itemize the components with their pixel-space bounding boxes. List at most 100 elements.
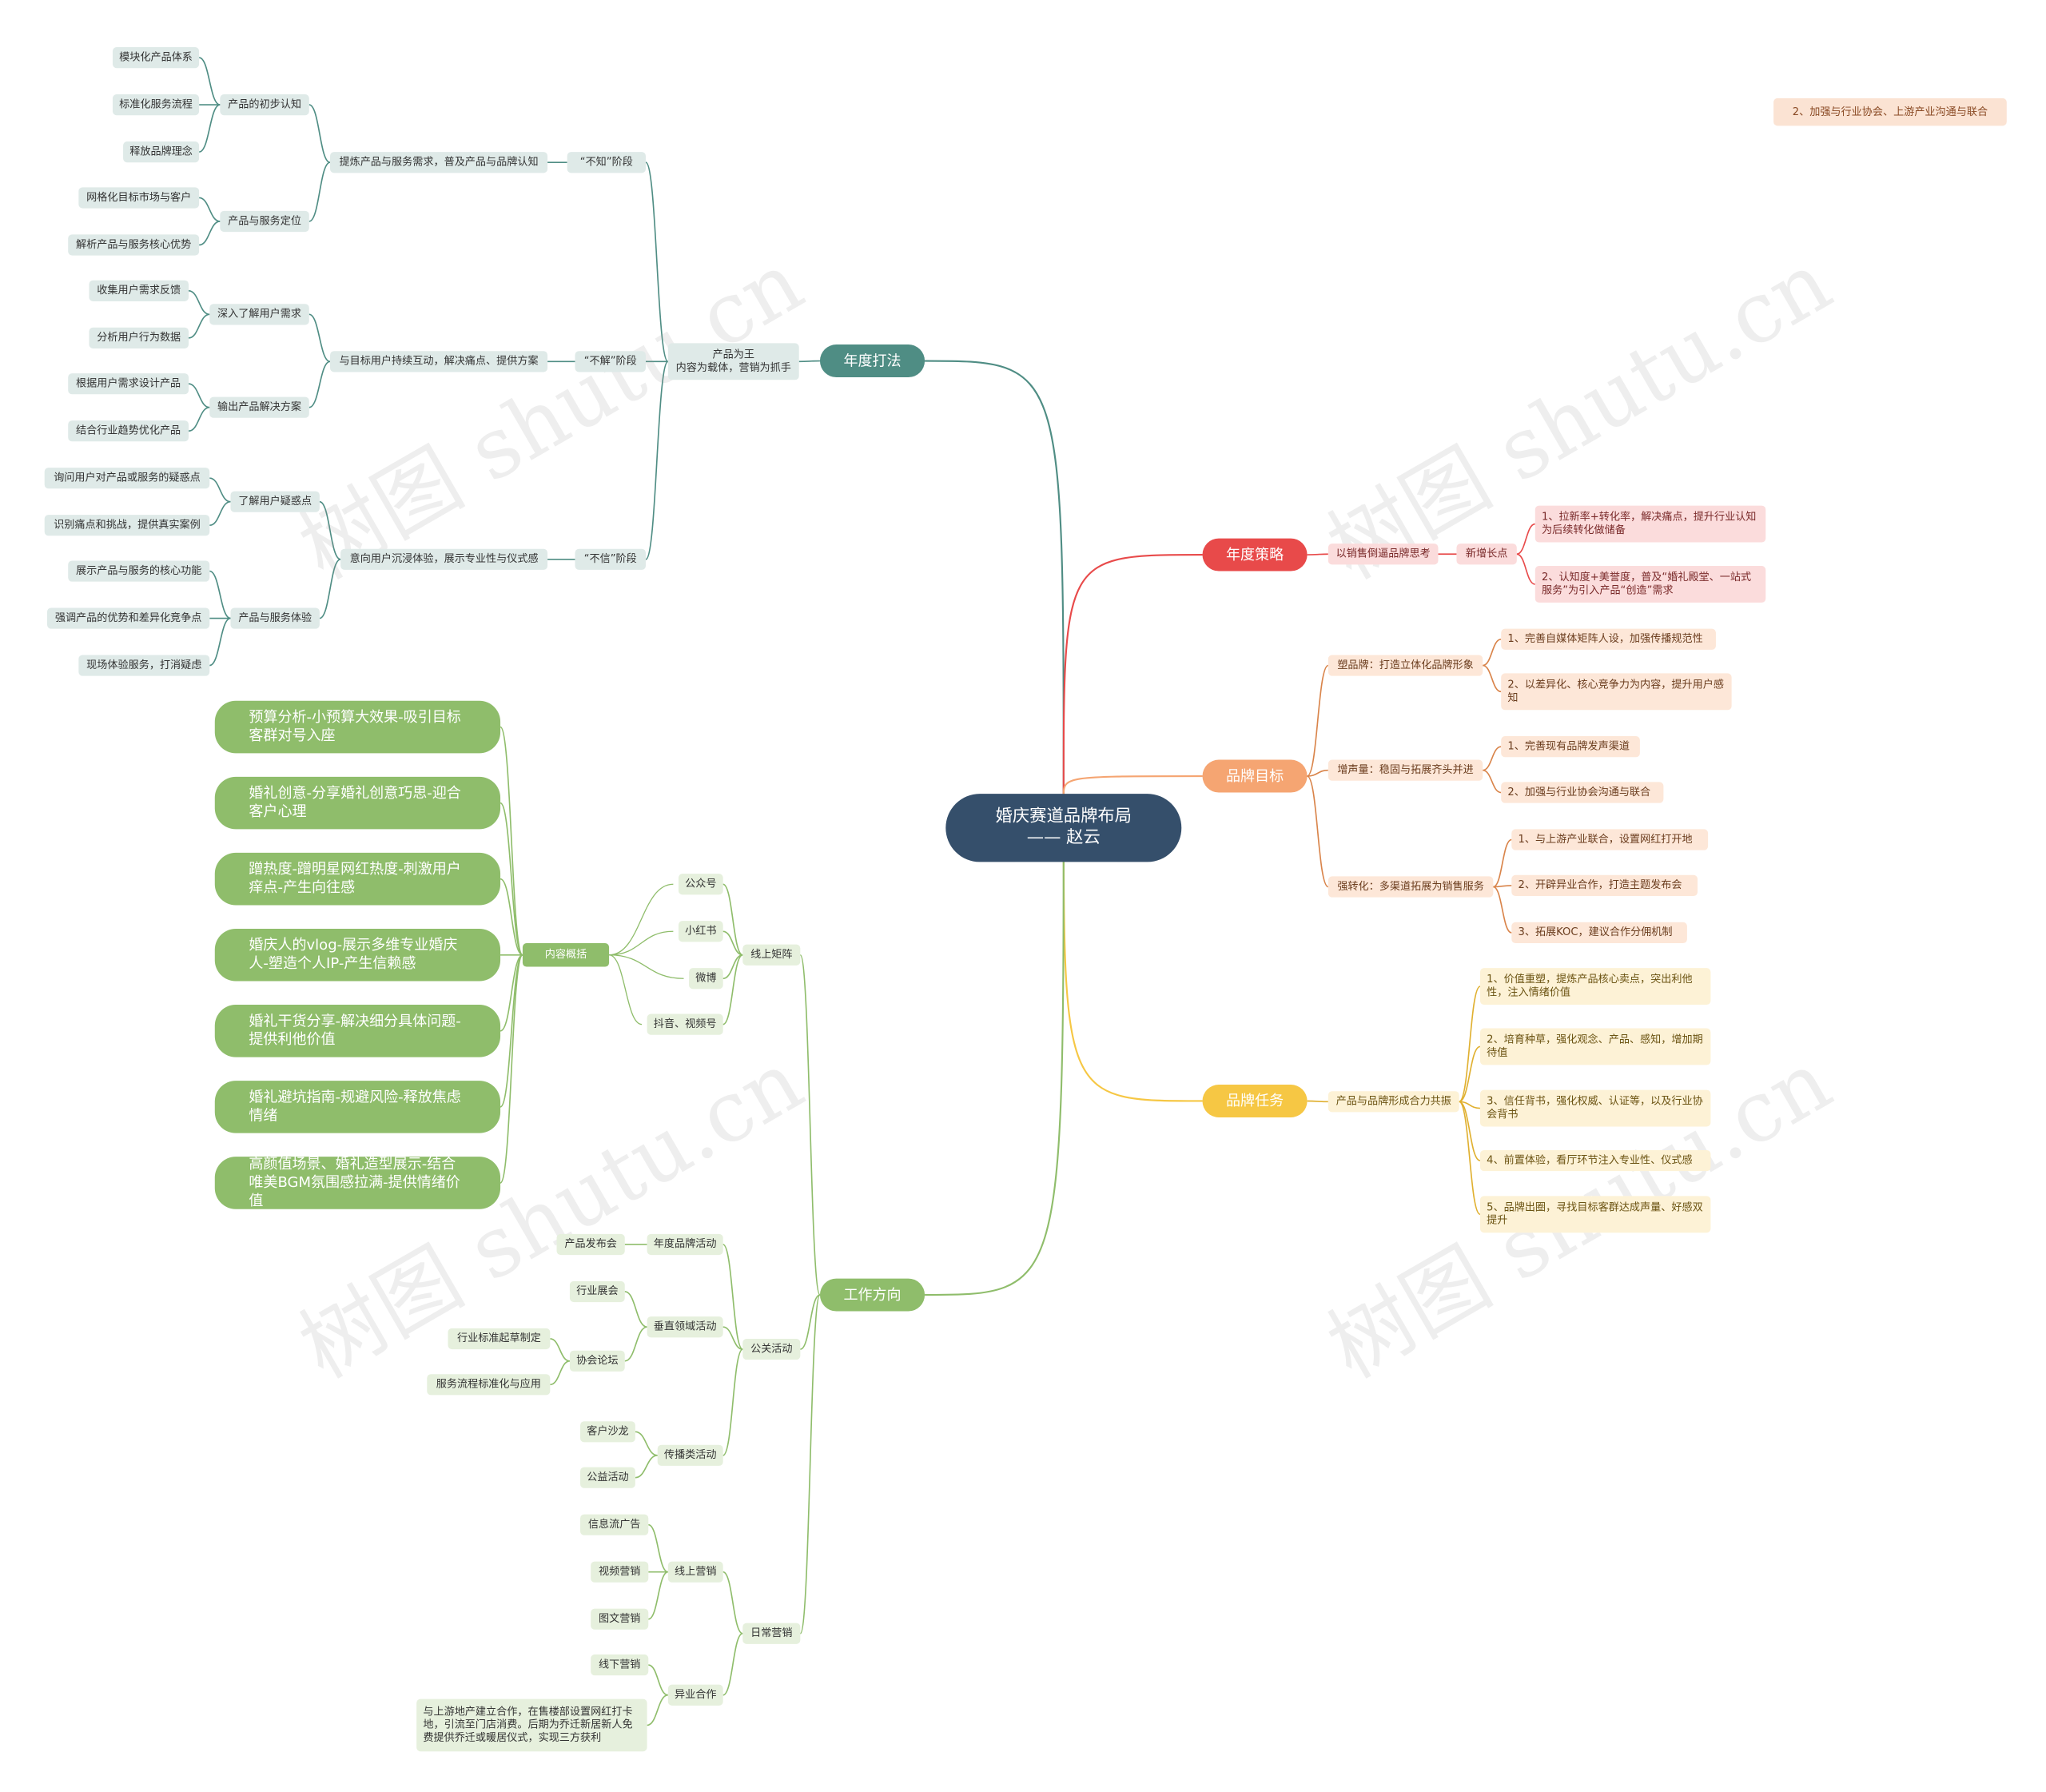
leaf-node[interactable]: 1、完善现有品牌发声渠道 bbox=[1501, 736, 1640, 758]
platform-xiaohongshu[interactable]: 小红书 bbox=[678, 921, 723, 942]
connector bbox=[1459, 1101, 1480, 1109]
connector bbox=[500, 954, 523, 1032]
node-stage-confused[interactable]: “不解”阶段 bbox=[575, 351, 646, 372]
leaf-node[interactable]: 图文营销 bbox=[591, 1608, 649, 1630]
leaf-node[interactable]: 客户沙龙 bbox=[580, 1421, 635, 1443]
node-conversion[interactable]: 强转化：多渠道拓展为销售服务 bbox=[1328, 876, 1494, 898]
connector bbox=[609, 954, 684, 979]
node-content-summary[interactable]: 内容概括 bbox=[522, 943, 610, 967]
connector bbox=[1307, 553, 1328, 556]
platform-wechat[interactable]: 公众号 bbox=[678, 874, 723, 895]
node-volume[interactable]: 增声量：稳固与拓展齐头并进 bbox=[1328, 759, 1483, 781]
branch-brand-goal[interactable]: 品牌目标 bbox=[1202, 759, 1308, 793]
node-growth-point[interactable]: 新增长点 bbox=[1456, 544, 1517, 565]
leaf-node[interactable]: 5、品牌出圈，寻找目标客群达成声量、好感双提升 bbox=[1479, 1196, 1711, 1233]
node-annual-event[interactable]: 年度品牌活动 bbox=[647, 1233, 723, 1256]
node-product-king[interactable]: 产品为王 内容为载体，营销为抓手 bbox=[667, 343, 799, 380]
node-positioning[interactable]: 产品与服务定位 bbox=[220, 210, 309, 233]
node-solutions[interactable]: 输出产品解决方案 bbox=[209, 396, 309, 418]
node-spread-event[interactable]: 传播类活动 bbox=[657, 1444, 723, 1466]
connector bbox=[1516, 523, 1536, 556]
leaf-node[interactable]: 2、以差异化、核心竞争力为内容，提升用户感知 bbox=[1501, 673, 1732, 711]
platform-douyin[interactable]: 抖音、视频号 bbox=[647, 1013, 723, 1035]
content-item[interactable]: 婚礼避坑指南-规避风险-释放焦虑情绪 bbox=[214, 1081, 501, 1133]
connector bbox=[1307, 769, 1328, 777]
node-stage-confused-desc[interactable]: 与目标用户持续互动，解决痛点、提供方案 bbox=[330, 351, 548, 372]
branch-annual-strategy[interactable]: 年度策略 bbox=[1202, 538, 1308, 571]
leaf-node[interactable]: 解析产品与服务核心优势 bbox=[68, 234, 200, 256]
node-vertical-event[interactable]: 垂直领域活动 bbox=[647, 1316, 723, 1338]
leaf-node[interactable]: 行业标准起草制定 bbox=[448, 1328, 551, 1350]
leaf-node[interactable]: 线下营销 bbox=[591, 1654, 649, 1676]
node-initial-cognition[interactable]: 产品的初步认知 bbox=[220, 94, 309, 116]
node-user-needs[interactable]: 深入了解用户需求 bbox=[209, 304, 309, 325]
leaf-node[interactable]: 4、前置体验，看厅环节注入专业性、仪式感 bbox=[1479, 1149, 1711, 1172]
leaf-node[interactable]: 2、加强与行业协会沟通与联合 bbox=[1501, 782, 1664, 803]
content-item[interactable]: 婚礼干货分享-解决细分具体问题-提供利他价值 bbox=[214, 1005, 501, 1057]
leaf-node[interactable]: 3、拓展KOC，建议合作分佣机制 bbox=[1511, 922, 1687, 944]
connector bbox=[635, 1454, 658, 1479]
node-resonance[interactable]: 产品与品牌形成合力共振 bbox=[1328, 1091, 1459, 1113]
leaf-node[interactable]: 收集用户需求反馈 bbox=[89, 280, 189, 301]
leaf-node[interactable]: 3、信任背书，强化权威、认证等，以及行业协会背书 bbox=[1479, 1089, 1711, 1127]
connector bbox=[188, 383, 210, 408]
leaf-node[interactable]: 强调产品的优势和差异化竞争点 bbox=[47, 607, 210, 629]
node-online-matrix[interactable]: 线上矩阵 bbox=[742, 944, 801, 966]
leaf-node[interactable]: 网格化目标市场与客户 bbox=[78, 187, 200, 209]
leaf-node[interactable]: 产品发布会 bbox=[556, 1233, 625, 1256]
node-sales-driven[interactable]: 以销售倒逼品牌思考 bbox=[1328, 544, 1439, 565]
leaf-node[interactable]: 模块化产品体系 bbox=[112, 47, 200, 69]
leaf-node[interactable]: 分析用户行为数据 bbox=[89, 327, 189, 348]
node-pr-activities[interactable]: 公关活动 bbox=[742, 1338, 801, 1360]
node-online-marketing[interactable]: 线上营销 bbox=[667, 1561, 723, 1583]
leaf-node[interactable]: 展示产品与服务的核心功能 bbox=[68, 560, 210, 582]
leaf-node[interactable]: 服务流程标准化与应用 bbox=[427, 1374, 551, 1396]
floating-node[interactable]: 2、加强与行业协会、上游产业沟通与联合 bbox=[1773, 98, 2007, 126]
leaf-node[interactable]: 公益活动 bbox=[580, 1467, 635, 1488]
leaf-node[interactable]: 行业展会 bbox=[569, 1280, 625, 1303]
leaf-node[interactable]: 识别痛点和挑战，提供真实案例 bbox=[44, 515, 210, 536]
leaf-node[interactable]: 1、拉新率+转化率，解决痛点，提升行业认知为后续转化做储备 bbox=[1534, 505, 1766, 543]
node-user-doubts[interactable]: 了解用户疑惑点 bbox=[230, 491, 320, 512]
leaf-node[interactable]: 1、完善自媒体矩阵人设，加强传播规范性 bbox=[1501, 628, 1716, 650]
node-forum[interactable]: 协会论坛 bbox=[569, 1350, 625, 1372]
leaf-node[interactable]: 与上游地产建立合作，在售楼部设置网红打卡地，引流至门店消费。后期为乔迁新居新人免… bbox=[416, 1698, 647, 1752]
node-shape-brand[interactable]: 塑品牌：打造立体化品牌形象 bbox=[1328, 655, 1483, 676]
node-stage-distrust-desc[interactable]: 意向用户沉浸体验，展示专业性与仪式感 bbox=[340, 548, 548, 570]
node-experience[interactable]: 产品与服务体验 bbox=[230, 607, 320, 629]
content-item[interactable]: 婚庆人的vlog-展示多维专业婚庆人-塑造个人IP-产生信赖感 bbox=[214, 928, 501, 982]
branch-work-direction[interactable]: 工作方向 bbox=[819, 1278, 925, 1312]
leaf-node[interactable]: 视频营销 bbox=[591, 1561, 649, 1583]
root-node[interactable]: 婚庆赛道品牌布局 —— 赵云 bbox=[945, 794, 1182, 862]
connector bbox=[722, 1632, 743, 1696]
connector bbox=[500, 878, 523, 956]
node-cross-industry[interactable]: 异业合作 bbox=[667, 1684, 723, 1706]
content-item[interactable]: 高颜值场景、婚礼造型展示-结合唯美BGM氛围感拉满-提供情绪价值 bbox=[214, 1156, 501, 1209]
leaf-node[interactable]: 2、认知度+美誉度，普及“婚礼殿堂、一站式服务”为引入产品“创造”需求 bbox=[1534, 566, 1766, 603]
branch-brand-task[interactable]: 品牌任务 bbox=[1202, 1085, 1308, 1117]
connector bbox=[722, 954, 743, 1025]
node-stage-distrust[interactable]: “不信”阶段 bbox=[575, 548, 646, 570]
leaf-node[interactable]: 2、开辟异业合作，打造主题发布会 bbox=[1511, 874, 1698, 897]
leaf-node[interactable]: 1、价值重塑，提炼产品核心卖点，突出利他性，注入情绪价值 bbox=[1479, 968, 1711, 1006]
node-stage-unknown[interactable]: “不知”阶段 bbox=[567, 152, 646, 173]
node-daily-marketing[interactable]: 日常营销 bbox=[742, 1623, 801, 1644]
platform-weibo[interactable]: 微博 bbox=[689, 968, 723, 990]
content-item[interactable]: 婚礼创意-分享婚礼创意巧思-迎合客户心理 bbox=[214, 776, 501, 830]
branch-annual-play[interactable]: 年度打法 bbox=[819, 344, 925, 378]
connector bbox=[609, 883, 674, 956]
leaf-node[interactable]: 询问用户对产品或服务的疑惑点 bbox=[44, 468, 210, 489]
leaf-node[interactable]: 信息流广告 bbox=[580, 1514, 649, 1535]
leaf-node[interactable]: 标准化服务流程 bbox=[112, 94, 200, 116]
content-item[interactable]: 预算分析-小预算大效果-吸引目标客群对号入座 bbox=[214, 700, 501, 754]
leaf-node[interactable]: 2、培育种草，强化观念、产品、感知，增加期待值 bbox=[1479, 1028, 1711, 1065]
leaf-node[interactable]: 现场体验服务，打消疑虑 bbox=[78, 655, 210, 676]
content-item[interactable]: 蹭热度-蹭明星网红热度-刺激用户痒点-产生向往感 bbox=[214, 852, 501, 906]
leaf-node[interactable]: 1、与上游产业联合，设置网红打开地 bbox=[1511, 829, 1709, 850]
node-stage-unknown-desc[interactable]: 提炼产品与服务需求，普及产品与品牌认知 bbox=[330, 152, 548, 173]
connector bbox=[188, 406, 210, 432]
connector bbox=[319, 500, 341, 560]
leaf-node[interactable]: 结合行业趋势优化产品 bbox=[68, 420, 189, 442]
leaf-node[interactable]: 根据用户需求设计产品 bbox=[68, 373, 189, 395]
leaf-node[interactable]: 释放品牌理念 bbox=[123, 141, 200, 163]
